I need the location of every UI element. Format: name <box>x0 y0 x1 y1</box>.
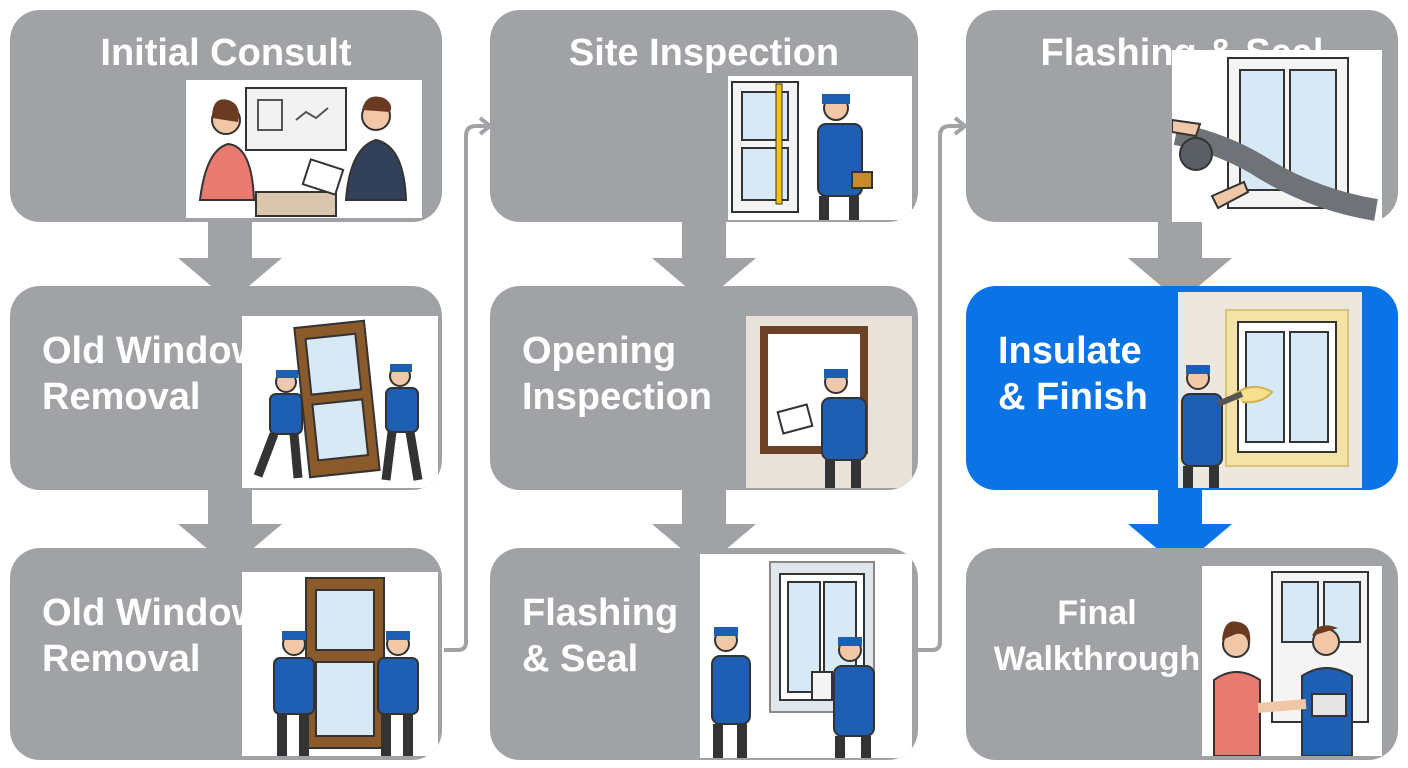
measuring-illustration-icon <box>728 76 912 220</box>
connector-column2-to-column3 <box>918 124 962 652</box>
step-card-insulate-finish: Insulate & Finish <box>966 286 1398 490</box>
step-title: Old Window Removal <box>42 330 262 418</box>
step-title: Insulate & Finish <box>998 330 1148 418</box>
foam-insulation-illustration-icon <box>1178 292 1362 488</box>
window-carry-illustration-icon <box>242 572 438 756</box>
step-title: Opening Inspection <box>522 330 713 418</box>
arrow-down-4 <box>652 488 756 568</box>
connector-column1-to-column2 <box>444 124 488 652</box>
step-title: Flashing & Seal <box>522 592 679 680</box>
step-card-initial-consult: Initial Consult <box>10 10 442 222</box>
arrow-down-5 <box>1128 222 1232 302</box>
arrow-down-1 <box>178 222 282 302</box>
handshake-illustration-icon <box>1202 566 1382 756</box>
step-card-final-walkthrough: Final Walkthrough <box>966 548 1398 760</box>
step-title: Initial Consult <box>100 32 352 74</box>
step-card-old-window-removal-2: Old Window Removal <box>10 548 442 760</box>
step-title: Site Inspection <box>568 32 840 74</box>
window-install-illustration-icon <box>700 554 912 758</box>
step-title: Old Window Removal <box>42 592 262 680</box>
step-card-flashing-seal-column2: Flashing & Seal <box>490 548 918 760</box>
window-removal-illustration-icon <box>242 316 438 488</box>
step-card-old-window-removal-1: Old Window Removal <box>10 286 442 490</box>
arrow-down-2 <box>178 488 282 568</box>
opening-inspection-illustration-icon <box>746 316 912 488</box>
step-card-flashing-seal-column3: Flashing & Seal <box>966 10 1398 222</box>
step-card-site-inspection: Site Inspection <box>490 10 918 222</box>
step-card-opening-inspection: Opening Inspection <box>490 286 918 490</box>
arrow-down-6-active <box>1128 488 1232 568</box>
step-title: Final Walkthrough <box>993 594 1201 678</box>
flashing-tape-illustration-icon <box>1172 50 1382 222</box>
connector-arrowhead-column3 <box>953 116 969 136</box>
arrow-down-3 <box>652 222 756 302</box>
consultation-illustration-icon <box>186 80 422 218</box>
